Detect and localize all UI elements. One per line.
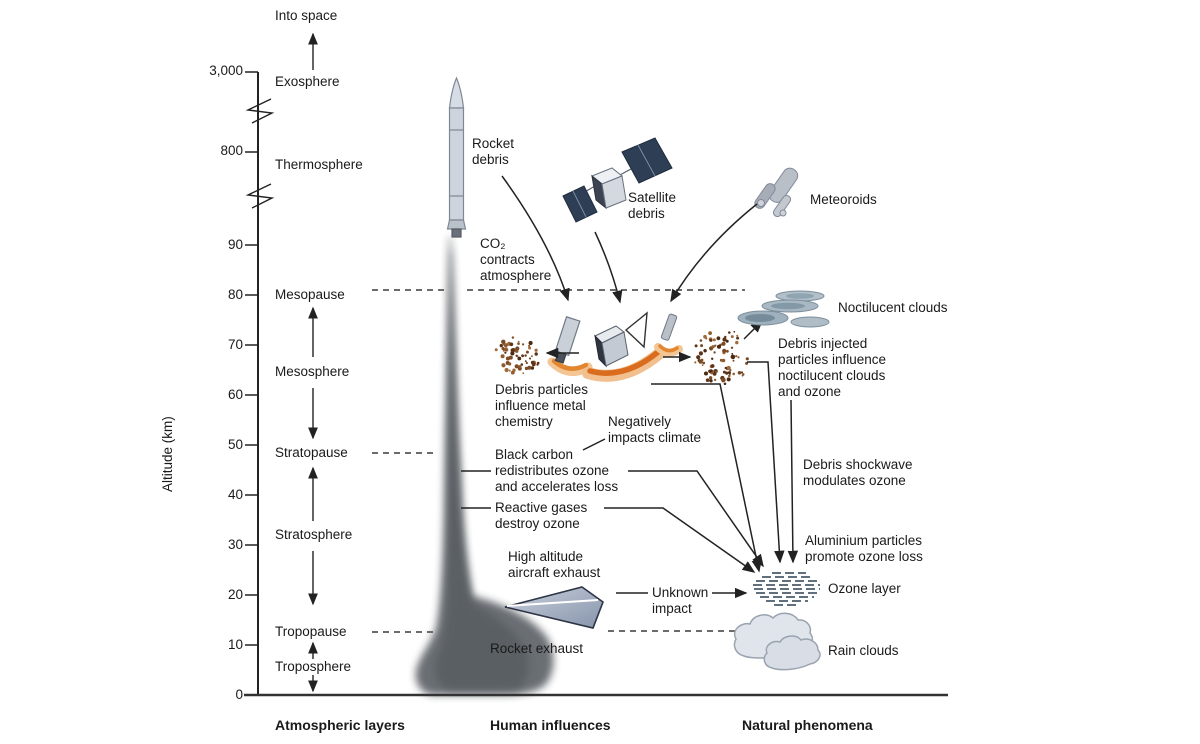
label-noctilucent: Noctilucent clouds	[838, 300, 948, 315]
axis-tick-30: 30	[227, 537, 243, 552]
label-thermosphere: Thermosphere	[275, 157, 363, 172]
axis-tick-80: 80	[227, 287, 243, 302]
label-rocket-debris: Rocket debris	[472, 136, 515, 167]
label-troposphere: Troposphere	[275, 659, 352, 674]
label-mesosphere: Mesosphere	[275, 364, 350, 379]
label-black-carbon: Black carbon redistributes ozone and acc…	[495, 447, 619, 494]
tropopause-dashed-line	[372, 630, 740, 633]
debris-cluster-right	[694, 330, 749, 386]
label-mesopause: Mesopause	[275, 287, 345, 302]
debris-cluster-left	[494, 336, 540, 375]
reentry-small-debris	[654, 313, 683, 357]
label-co2-contracts: CO₂ contracts atmosphere	[480, 236, 552, 283]
fall-arrows	[501, 175, 758, 304]
axis-tick-10: 10	[227, 637, 243, 652]
label-negatively-impacts: Negatively impacts climate	[608, 414, 702, 445]
label-debris-particles: Debris particles influence metal chemist…	[495, 382, 589, 429]
reentry-satellite-fragment	[582, 311, 667, 382]
axis-tick-800: 800	[220, 143, 243, 158]
footer-natural-phenomena: Natural phenomena	[742, 717, 873, 733]
satellite-illustration	[562, 137, 673, 223]
label-rocket-exhaust: Rocket exhaust	[490, 641, 584, 656]
axis-tick-50: 50	[227, 437, 243, 452]
aircraft-illustration	[504, 586, 604, 629]
label-high-altitude: High altitude aircraft exhaust	[508, 549, 601, 580]
label-unknown-impact: Unknown impact	[652, 585, 709, 616]
label-debris-injected: Debris injected particles influence noct…	[778, 336, 887, 399]
footer-atmospheric-layers: Atmospheric layers	[275, 717, 405, 733]
axis-break-marks	[245, 98, 275, 209]
label-debris-shockwave: Debris shockwave modulates ozone	[803, 457, 913, 488]
rocket-illustration	[446, 76, 467, 238]
label-rain-clouds: Rain clouds	[828, 643, 899, 658]
axis-tick-60: 60	[227, 387, 243, 402]
label-tropopause: Tropopause	[275, 624, 347, 639]
label-meteoroids: Meteoroids	[810, 192, 877, 207]
axis-tick-40: 40	[227, 487, 243, 502]
label-reactive-gases: Reactive gases destroy ozone	[495, 500, 588, 531]
meteoroids-illustration	[754, 167, 799, 218]
noctilucent-clouds-illustration	[737, 290, 830, 328]
label-ozone-layer: Ozone layer	[828, 581, 901, 596]
label-into-space: Into space	[275, 8, 338, 23]
axis-title: Altitude (km)	[160, 416, 175, 492]
rocket-exhaust-plume	[415, 237, 554, 695]
axis-tick-70: 70	[227, 337, 243, 352]
axis-tick-marks	[245, 71, 258, 696]
label-stratopause: Stratopause	[275, 445, 348, 460]
label-satellite-debris: Satellite debris	[628, 190, 677, 221]
axis-tick-20: 20	[227, 587, 243, 602]
ozone-layer-illustration	[753, 572, 820, 606]
label-exosphere: Exosphere	[275, 74, 340, 89]
connector-arrows	[461, 319, 799, 599]
rain-clouds-illustration	[733, 612, 821, 671]
reentry-rocket-fragment	[547, 316, 593, 376]
footer-human-influences: Human influences	[490, 717, 611, 733]
label-aluminium: Aluminium particles promote ozone loss	[805, 533, 923, 564]
axis-tick-90: 90	[227, 237, 243, 252]
axis-tick-0: 0	[235, 687, 243, 702]
axis-tick-3000: 3,000	[209, 63, 243, 78]
label-stratosphere: Stratosphere	[275, 527, 353, 542]
